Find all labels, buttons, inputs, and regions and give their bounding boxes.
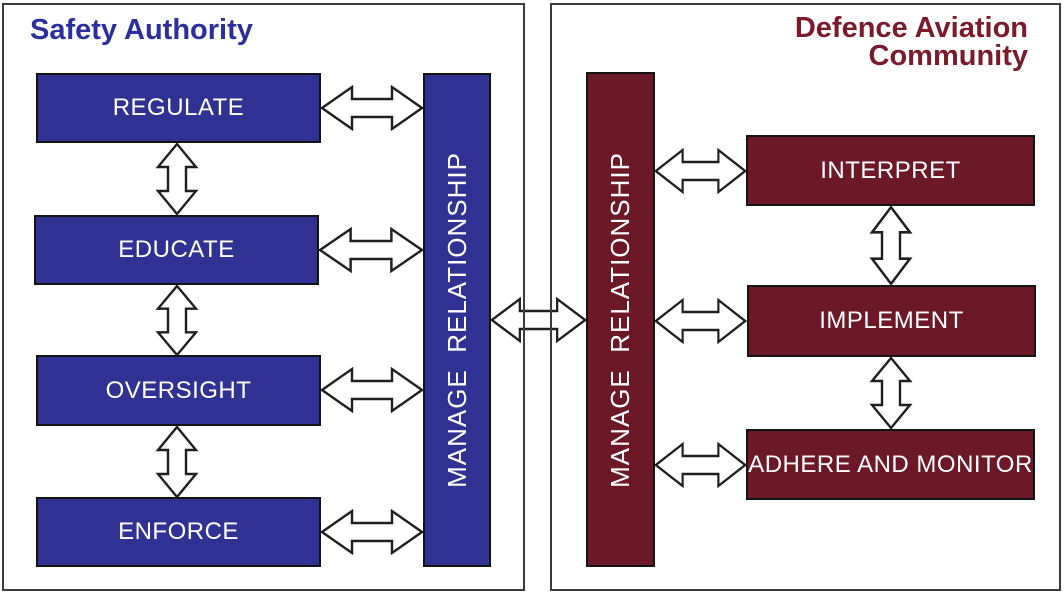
double-arrow-icon	[155, 284, 199, 357]
double-arrow-icon	[654, 297, 747, 345]
arrow-educate-manage	[318, 226, 424, 274]
arrow-manage-interpret	[654, 147, 747, 195]
box-interpret: INTERPRET	[746, 135, 1035, 206]
arrow-oversight-manage	[320, 366, 424, 414]
double-arrow-icon	[155, 425, 199, 499]
box-regulate: REGULATE	[36, 73, 321, 143]
box-oversight-label: OVERSIGHT	[105, 376, 252, 404]
double-arrow-icon	[155, 142, 199, 216]
box-oversight: OVERSIGHT	[36, 355, 321, 426]
box-adhere-and-monitor: ADHERE AND MONITOR	[746, 429, 1035, 500]
double-arrow-icon	[654, 147, 747, 195]
manage-relationship-bar-right-label: MANAGE RELATIONSHIP	[605, 151, 635, 488]
box-implement-label: IMPLEMENT	[819, 307, 964, 334]
arrow-implement-adhere	[869, 356, 913, 430]
double-arrow-icon	[318, 226, 424, 274]
arrow-interpret-implement	[869, 205, 913, 286]
arrow-manage-implement	[654, 297, 747, 345]
box-adhere-and-monitor-label: ADHERE AND MONITOR	[748, 450, 1033, 478]
arrow-manage-adhere	[654, 441, 747, 489]
manage-relationship-bar-right: MANAGE RELATIONSHIP	[586, 72, 655, 567]
arrow-educate-oversight	[155, 284, 199, 357]
double-arrow-icon	[654, 441, 747, 489]
safety-authority-panel	[2, 3, 525, 591]
double-arrow-icon	[320, 366, 424, 414]
double-arrow-icon	[869, 356, 913, 430]
defence-aviation-title: Defence Aviation Community	[700, 12, 1029, 72]
arrow-oversight-enforce	[155, 425, 199, 499]
box-educate-label: EDUCATE	[118, 236, 235, 263]
double-arrow-icon	[320, 84, 424, 132]
arrow-enforce-manage	[320, 508, 424, 556]
manage-relationship-bar-left: MANAGE RELATIONSHIP	[423, 73, 491, 567]
double-arrow-icon	[320, 508, 424, 556]
box-educate: EDUCATE	[34, 215, 319, 285]
double-arrow-icon	[490, 296, 587, 344]
defence-aviation-title-line1: Defence Aviation	[794, 12, 1028, 44]
box-regulate-label: REGULATE	[112, 94, 245, 121]
arrow-regulate-educate	[155, 142, 199, 216]
box-implement: IMPLEMENT	[747, 285, 1036, 357]
defence-aviation-title-line2: Community	[868, 40, 1029, 72]
box-enforce: ENFORCE	[36, 497, 321, 567]
arrow-regulate-manage	[320, 84, 424, 132]
manage-relationship-bar-left-label: MANAGE RELATIONSHIP	[441, 152, 472, 488]
defence-aviation-panel	[550, 3, 1061, 591]
double-arrow-icon	[869, 205, 913, 286]
safety-authority-title: Safety Authority	[30, 14, 253, 46]
box-interpret-label: INTERPRET	[820, 156, 961, 184]
box-enforce-label: ENFORCE	[118, 518, 239, 545]
arrow-manage-to-manage	[490, 296, 587, 344]
